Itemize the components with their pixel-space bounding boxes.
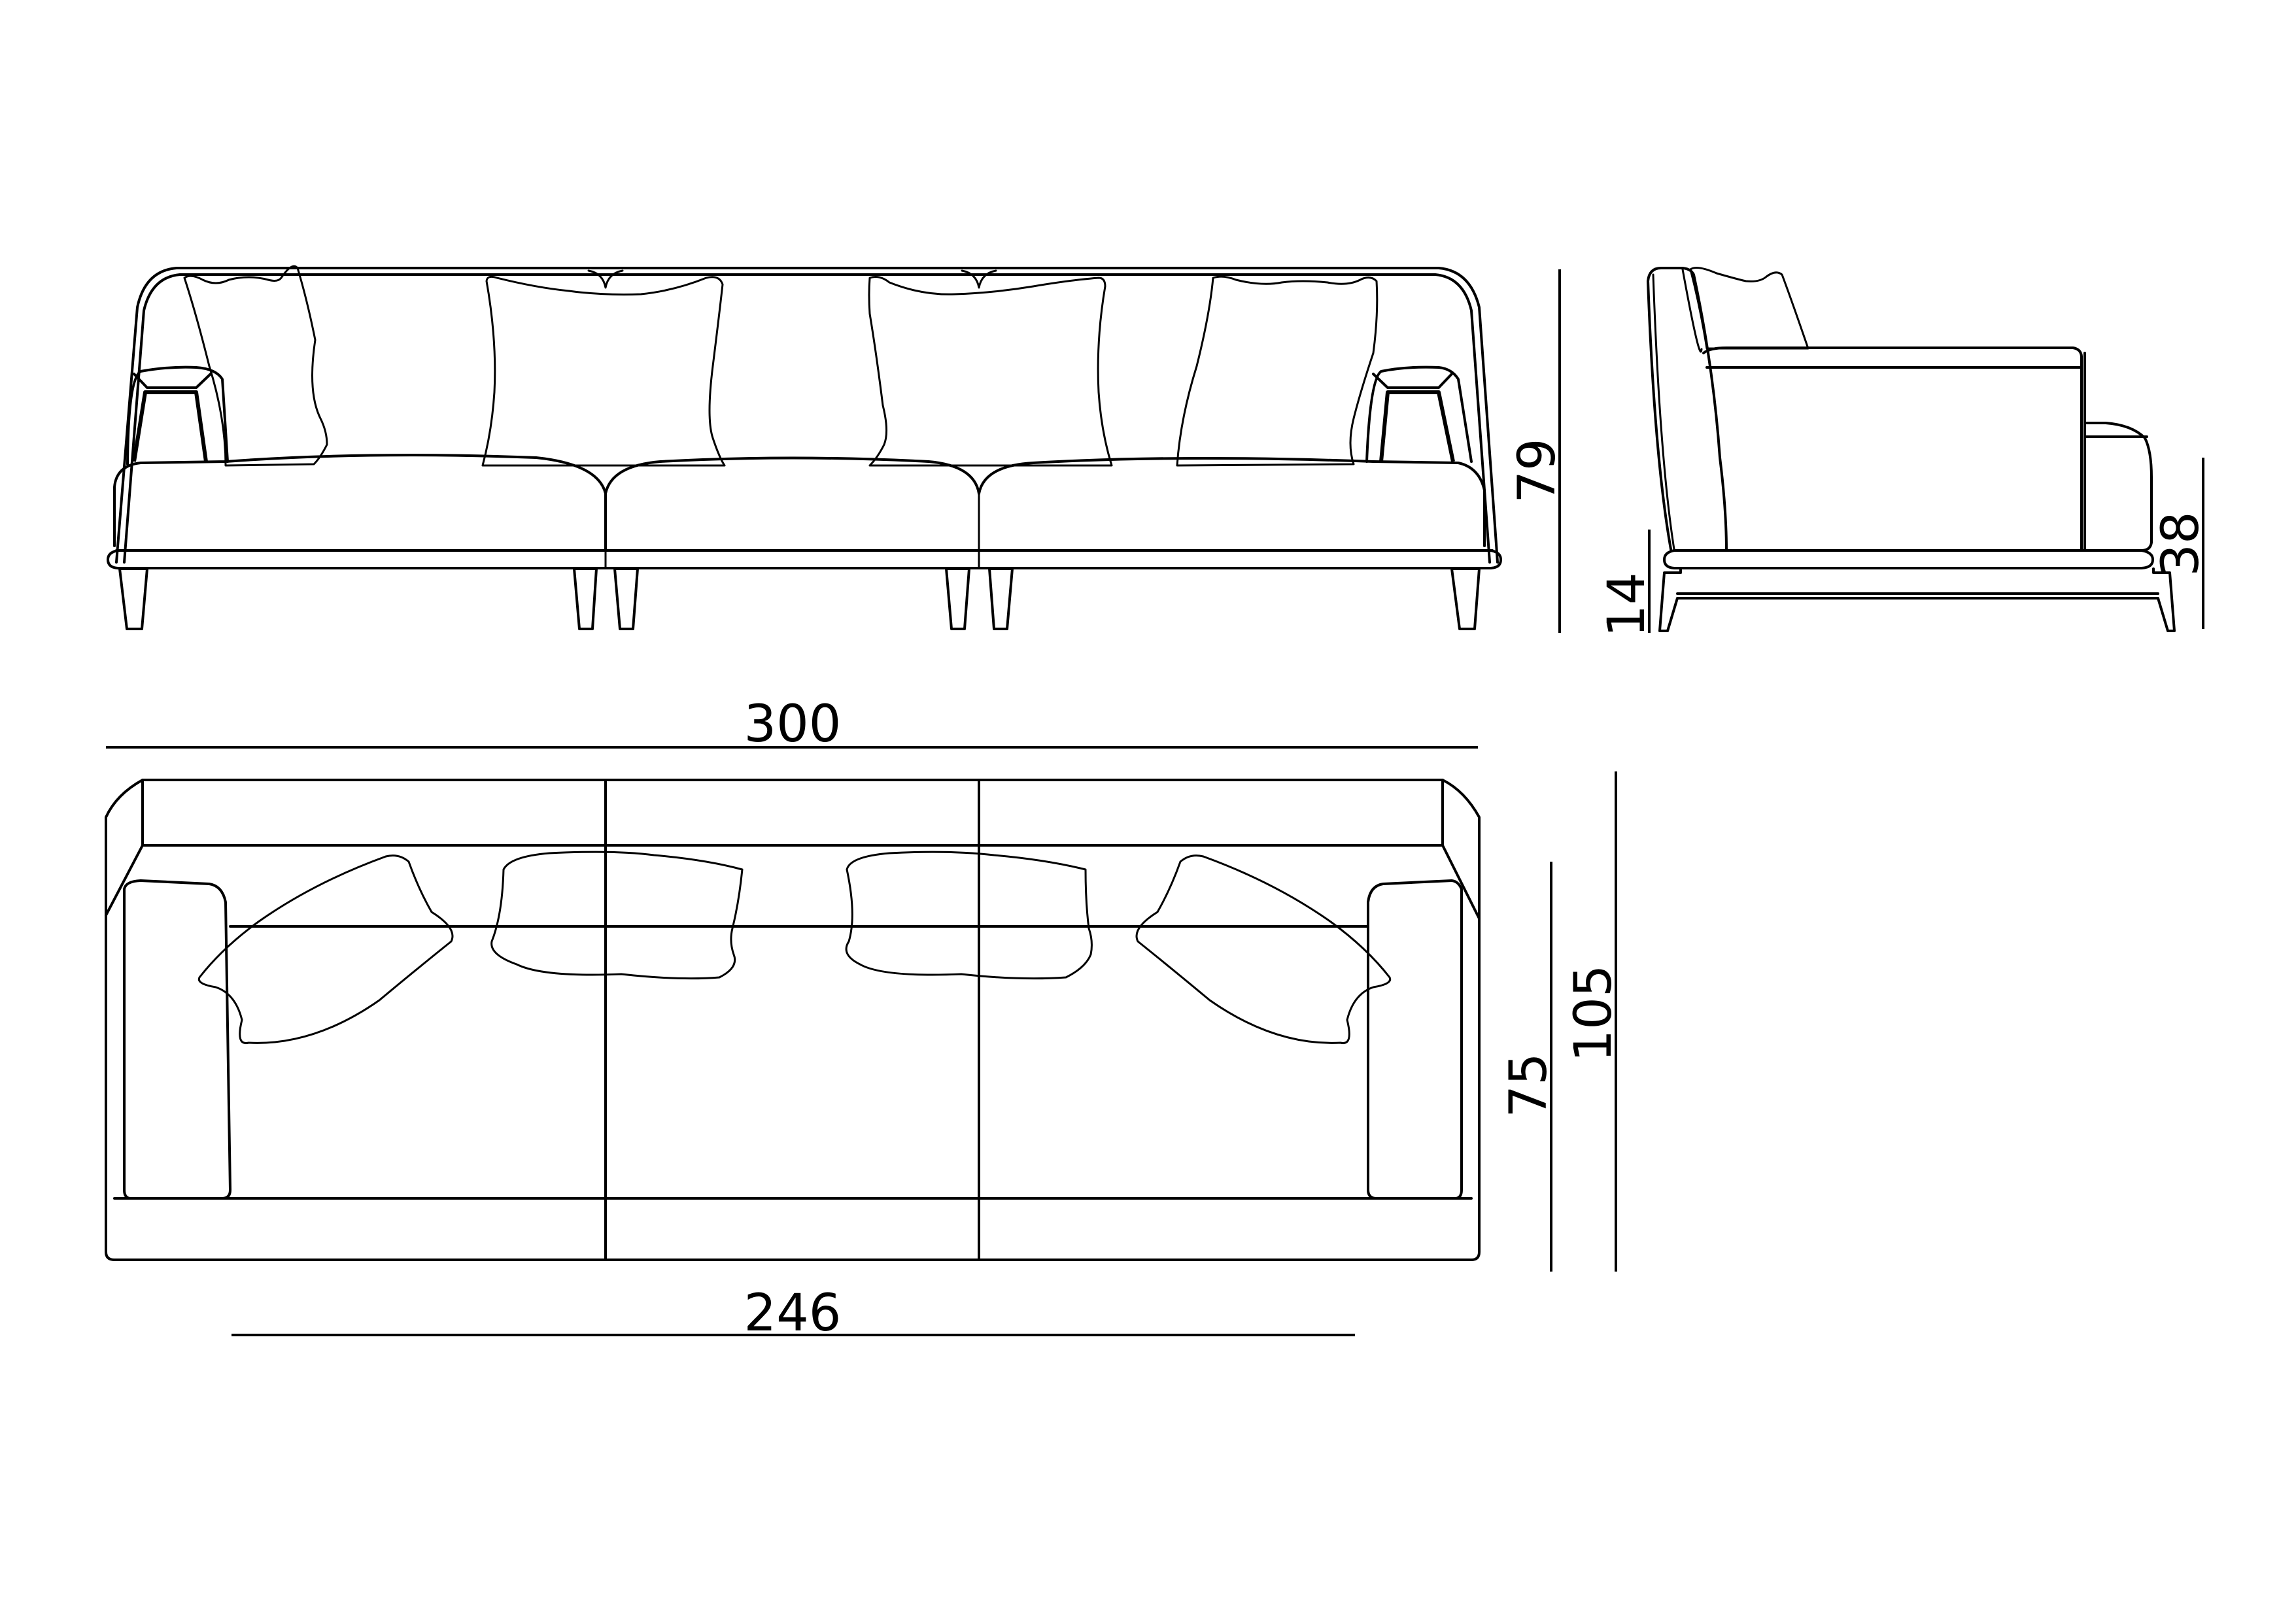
leg [573,567,598,630]
front-seat-left [113,454,607,552]
plan-pillow-center-right [845,851,1093,980]
dimension-300: 300 [106,695,1478,754]
side-armrest [1702,346,2083,552]
plan-chamfer-left [105,844,144,917]
front-armrest-left [126,365,229,465]
side-leg-frame [1658,567,2176,632]
dimension-75: 75 [1499,862,1558,1272]
plan-armrest-left [123,879,231,1200]
side-view [1647,267,2176,632]
front-armrest-right [1365,365,1473,463]
plan-outer-outline [105,779,1481,1261]
front-back-frame-outer [115,267,1499,564]
leg [1450,567,1481,630]
leg [988,567,1014,630]
plan-view [105,779,1481,1261]
side-seat-cushion [2083,422,2153,552]
side-base-band [1663,549,2154,569]
front-top-joint-left [587,269,624,289]
front-top-joint-right [961,269,997,289]
plan-chamfer-right [1441,844,1481,920]
plan-pillow-diagonal-left [197,854,454,1045]
plan-armrest-right [1367,879,1463,1200]
side-back-pillow [1689,267,1809,350]
front-legs [118,567,1481,630]
dimension-105: 105 [1564,771,1623,1272]
leg [945,567,970,630]
plan-pillow-diagonal-right [1135,854,1392,1045]
side-backrest-inner [1652,273,1675,550]
dimension-label-seat-depth: 75 [1499,1053,1558,1117]
dimension-label-overall-width: 300 [744,695,842,754]
front-back-frame-inner [123,273,1491,564]
front-back-cushion-2 [481,275,726,467]
plan-pillow-center-left [490,851,744,980]
dimension-label-seat-height: 38 [2151,511,2210,576]
front-view [107,265,1502,630]
front-back-cushion-4 [1176,275,1379,467]
front-seat-center [604,456,980,495]
dimension-14: 14 [1598,530,1656,637]
side-backrest [1647,267,1728,552]
side-backrest-seam [1681,268,1703,353]
dimension-label-overall-depth: 105 [1564,965,1623,1062]
front-back-cushion-1 [183,265,328,467]
front-base-band [107,549,1502,569]
front-seat-right [978,456,1486,547]
dimension-label-overall-height: 79 [1508,438,1567,503]
leg [613,567,639,630]
dimension-label-seat-width: 246 [744,1284,842,1343]
dimension-38: 38 [2151,458,2210,629]
leg [118,567,148,630]
front-back-cushion-3 [868,276,1113,467]
dimension-79: 79 [1508,269,1567,633]
dimension-246: 246 [231,1284,1355,1343]
dimension-label-leg-height: 14 [1598,572,1656,637]
